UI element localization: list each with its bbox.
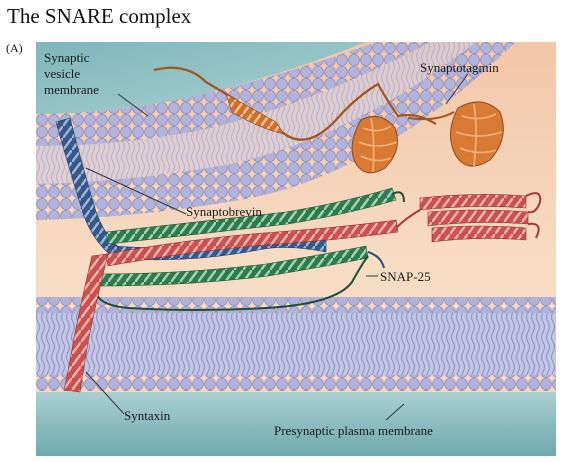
plasma-membrane — [36, 297, 556, 391]
label-membrane: membrane — [44, 82, 99, 97]
label-synaptotagmin: Synaptotagmin — [420, 60, 499, 75]
snare-illustration: Synaptic vesicle membrane Synaptotagmin … — [36, 42, 556, 456]
syntaxin-habc-domain — [395, 192, 542, 243]
label-plasma-membrane: Presynaptic plasma membrane — [274, 423, 433, 438]
leader-lines — [85, 73, 469, 421]
figure-title: The SNARE complex — [7, 4, 192, 28]
label-synaptobrevin: Synaptobrevin — [186, 204, 262, 219]
synaptotagmin-protein — [153, 66, 504, 174]
vesicle-membrane — [36, 42, 516, 220]
snap25-protein — [95, 187, 405, 311]
label-snap25: SNAP-25 — [380, 269, 431, 284]
label-vesicle: vesicle — [44, 66, 80, 81]
syntaxin-protein — [63, 219, 399, 393]
label-synaptic: Synaptic — [44, 50, 90, 65]
extracellular-space — [36, 392, 556, 456]
snare-diagram: Synaptic vesicle membrane Synaptotagmin … — [36, 42, 556, 456]
panel-letter: (A) — [6, 41, 23, 55]
label-syntaxin: Syntaxin — [124, 408, 171, 423]
